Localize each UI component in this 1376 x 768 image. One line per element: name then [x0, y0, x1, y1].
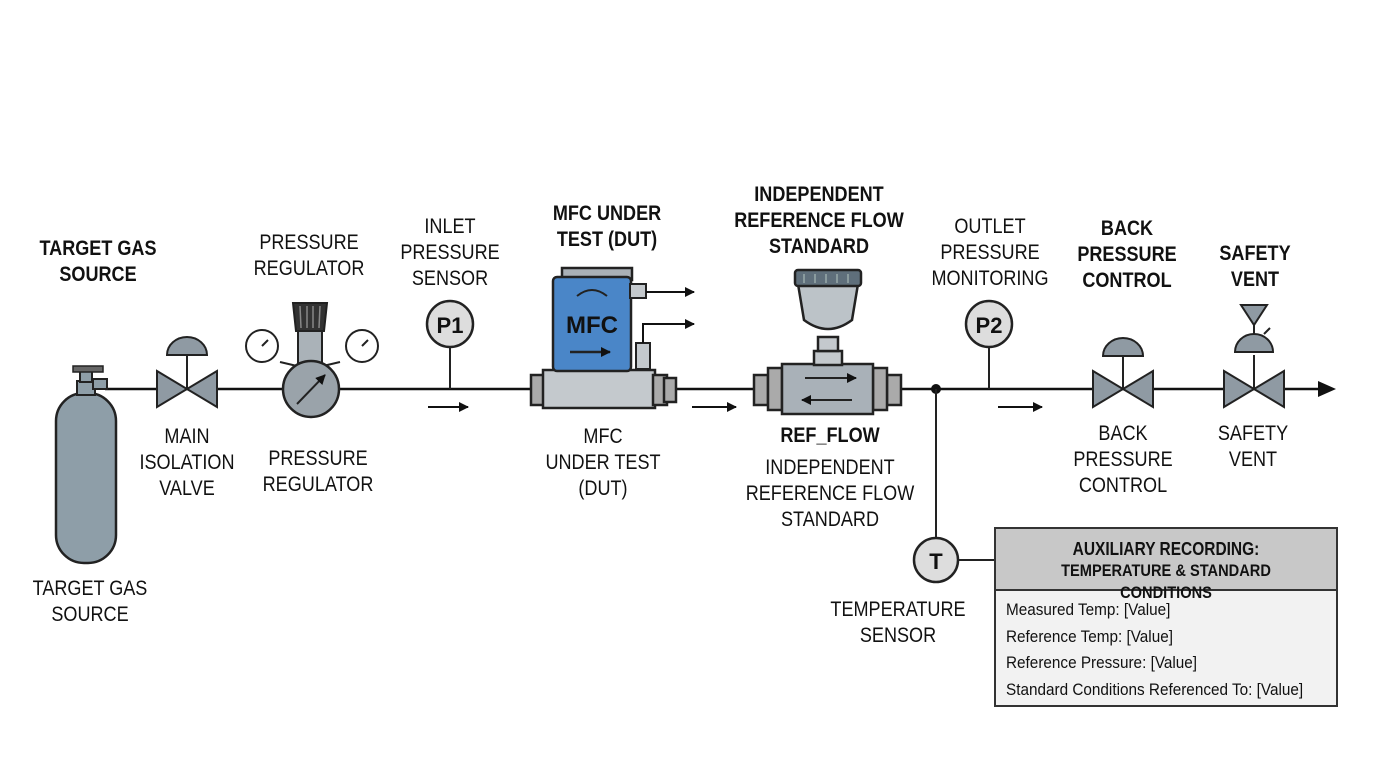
reference-flow-standard-icon	[752, 268, 903, 416]
aux-row-reference-temp: Reference Temp: [Value]	[1006, 626, 1173, 646]
aux-row-reference-pressure: Reference Pressure: [Value]	[1006, 653, 1198, 672]
p2-symbol-text: P2	[976, 313, 1003, 338]
label-safety-vent-bottom: SAFETY VENT	[1217, 422, 1289, 471]
mfc-signal-arrows	[642, 287, 695, 343]
safety-vent-valve-icon	[1223, 304, 1285, 409]
label-target-gas-source-top: TARGET GAS SOURCE	[39, 237, 157, 286]
label-mfc-under-test-bottom: MFC UNDER TEST (DUT)	[545, 425, 661, 500]
aux-row-standard-conditions: Standard Conditions Referenced To: [Valu…	[1006, 679, 1304, 699]
gas-cylinder-icon	[54, 365, 118, 565]
label-independent-reference-bottom: INDEPENDENT REFERENCE FLOW STANDARD	[745, 456, 915, 531]
label-back-pressure-control-top: BACK PRESSURE CONTROL	[1077, 217, 1177, 292]
label-outlet-pressure-monitoring: OUTLET PRESSURE MONITORING	[931, 215, 1049, 290]
temperature-tap-line	[931, 384, 941, 537]
label-inlet-pressure-sensor: INLET PRESSURE SENSOR	[400, 215, 500, 290]
label-pressure-regulator-top: PRESSURE REGULATOR	[253, 231, 365, 280]
outlet-pressure-sensor-icon	[964, 299, 1014, 389]
mfc-body-icon	[529, 266, 678, 410]
label-back-pressure-control-bottom: BACK PRESSURE CONTROL	[1073, 422, 1173, 497]
label-mfc-under-test-top: MFC UNDER TEST (DUT)	[552, 202, 662, 251]
pressure-regulator-icon	[245, 302, 379, 419]
label-main-isolation-valve: MAIN ISOLATION VALVE	[139, 425, 235, 500]
label-safety-vent-top: SAFETY VENT	[1219, 242, 1291, 291]
isolation-valve-icon	[156, 336, 218, 409]
p1-symbol-text: P1	[437, 313, 464, 338]
back-pressure-valve-icon	[1092, 337, 1154, 409]
aux-row-measured-temp: Measured Temp: [Value]	[1006, 600, 1171, 619]
auxiliary-recording-header: AUXILIARY RECORDING: TEMPERATURE & STAND…	[996, 529, 1336, 602]
label-independent-reference-top: INDEPENDENT REFERENCE FLOW STANDARD	[734, 183, 904, 258]
label-target-gas-source-bottom: TARGET GAS SOURCE	[32, 577, 148, 626]
mfc-symbol-text: MFC	[566, 312, 618, 339]
label-ref-flow: REF_FLOW	[780, 424, 880, 447]
temperature-sensor-icon	[912, 536, 960, 584]
t-symbol-text: T	[929, 549, 943, 574]
label-temperature-sensor: TEMPERATURE SENSOR	[830, 598, 966, 647]
auxiliary-recording-body: Measured Temp: [Value] Reference Temp: […	[996, 591, 1336, 709]
auxiliary-recording-panel: AUXILIARY RECORDING: TEMPERATURE & STAND…	[994, 527, 1338, 707]
inlet-pressure-sensor-icon	[425, 299, 475, 389]
auxiliary-title-line2: TEMPERATURE & STANDARD CONDITIONS	[1061, 561, 1271, 602]
label-pressure-regulator-bottom: PRESSURE REGULATOR	[262, 447, 374, 496]
auxiliary-title-line1: AUXILIARY RECORDING:	[1072, 539, 1260, 559]
